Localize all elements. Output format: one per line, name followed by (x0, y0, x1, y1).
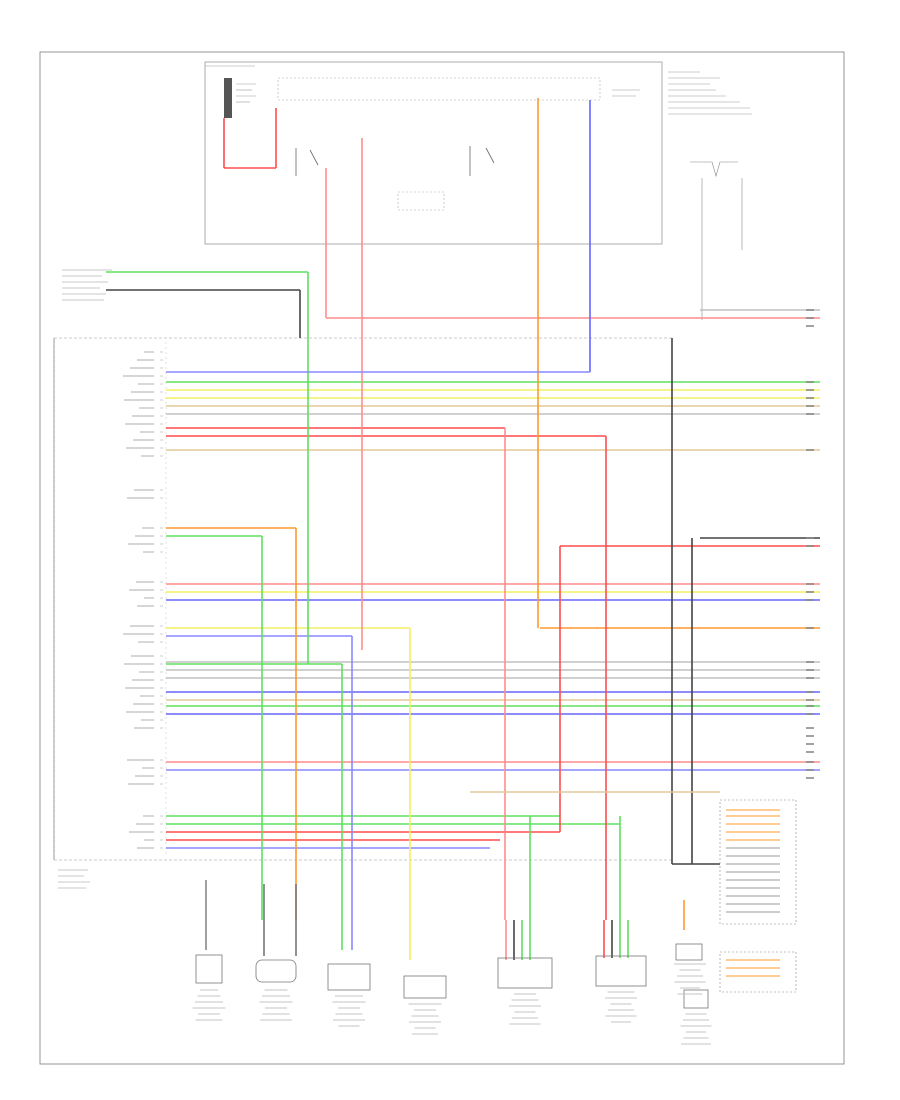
component-sensor-1 (195, 954, 223, 984)
component-relay-8 (683, 989, 709, 1009)
component-sensor-2 (255, 959, 297, 983)
diagram-border (39, 51, 845, 1065)
bottom-right-connectors (719, 799, 797, 993)
component-sensor-3 (327, 963, 371, 991)
relay-switches (295, 146, 495, 176)
bottom-component-labels (58, 269, 712, 1045)
horizontal-wires (166, 309, 820, 849)
component-connector-6 (595, 955, 647, 987)
component-switch-7 (675, 943, 703, 961)
fuse-symbol (224, 78, 232, 118)
fuse-box-inner-dashed (277, 77, 601, 101)
component-sensor-4 (403, 975, 447, 999)
right-wire-labels (726, 309, 814, 977)
ecm-pin-labels (123, 351, 163, 849)
bottom-components (195, 943, 709, 1009)
fuel-pump-relay (690, 161, 743, 320)
vertical-wires (106, 98, 720, 960)
fuse-relay-box (204, 61, 663, 245)
component-connector-5 (497, 957, 553, 989)
relay-dashed-box (397, 191, 445, 211)
fuse-box-label-lines (205, 65, 752, 115)
